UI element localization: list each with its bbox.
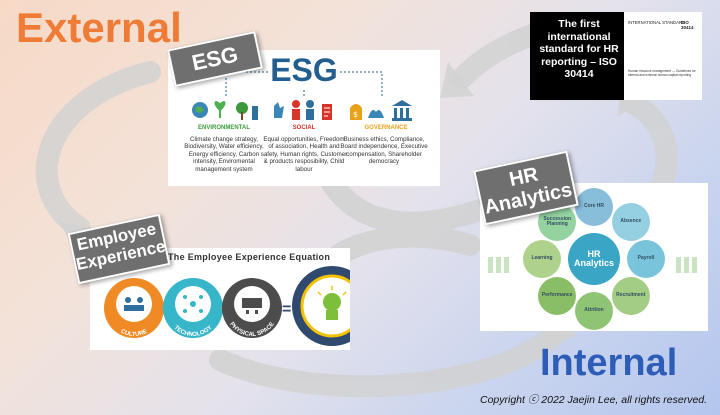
arrow-hr-to-ee — [319, 225, 481, 273]
governance-icon: $ — [350, 100, 412, 121]
copyright-notice: Copyright ⓒ 2022 Jaejin Lee, all rights … — [480, 394, 708, 406]
svg-text:CULTURE: CULTURE — [120, 329, 149, 338]
environmental-icon — [192, 100, 258, 120]
hr-analytics-node: Performance — [538, 276, 577, 315]
esg-pillar-text: Business ethics, Compliance, Board indep… — [340, 136, 428, 166]
esg-pillar-title: ENVIRONMENTAL — [198, 125, 250, 131]
hr-analytics-node: Recruitment — [611, 276, 650, 315]
arrowhead-esg — [440, 62, 474, 98]
arrow-hr-to-iso — [619, 91, 678, 201]
iso-doc-number: ISO 30414 — [681, 20, 694, 31]
hr-analytics-node: Core HR — [575, 188, 613, 226]
arrow-external-to-ee — [35, 61, 161, 239]
esg-pillar-title: GOVERNANCE — [364, 125, 408, 131]
internal-label: Internal — [540, 342, 678, 384]
esg-pillar-text: Climate change strategy, Biodiversity, W… — [184, 136, 264, 173]
hr-analytics-node: Attrition — [575, 292, 613, 330]
svg-text:=: = — [282, 301, 291, 318]
ee-equation-title: The Employee Experience Equation — [168, 252, 331, 262]
arrow-esg-to-hr — [319, 169, 491, 234]
iso-doc-org: INTERNATIONAL STANDARD — [628, 20, 685, 25]
esg-title: ESG — [270, 52, 338, 88]
ee-term-culture: CULTURE — [120, 329, 149, 338]
social-icon — [274, 100, 332, 120]
arrow-ee-to-hr — [209, 319, 571, 398]
iso-headline: The first international standard for HR … — [539, 18, 619, 81]
hr-analytics-node: Absence — [611, 203, 650, 242]
external-label: External — [16, 4, 182, 51]
iso-callout: The first international standard for HR … — [530, 12, 702, 100]
iso-document-thumbnail: INTERNATIONAL STANDARD ISO 30414 Human r… — [624, 12, 702, 100]
hr-decorative-bars — [488, 257, 697, 273]
svg-text:$: $ — [353, 110, 358, 119]
hr-analytics-center: HR Analytics — [568, 233, 620, 285]
esg-pillar-title: SOCIAL — [292, 125, 316, 131]
hr-analytics-node: Payroll — [627, 240, 665, 278]
iso-doc-title: Human resource management — Guidelines f… — [628, 69, 696, 77]
hr-analytics-node: Learning — [523, 240, 561, 278]
esg-pillar-text: Equal opportunities, Freedom of associat… — [260, 136, 348, 173]
esg-panel: ESG ENVIRONMENTAL Climate change strateg… — [168, 50, 440, 186]
ee-equation-graphic: CULTURE + TECHNOLOGY + PHYSICAL SPACE = … — [104, 266, 350, 346]
